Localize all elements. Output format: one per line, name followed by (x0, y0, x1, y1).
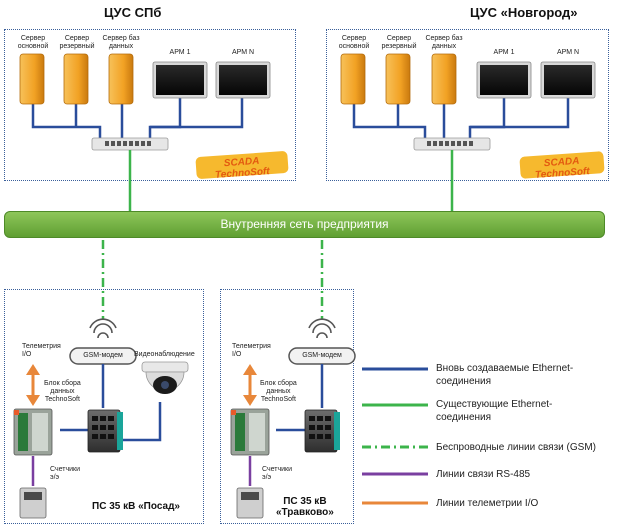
spb-armn-label: АРМ N (231, 49, 255, 56)
travkovo-ethernet-lines (276, 364, 324, 432)
novgorod-monitor-arm1 (476, 61, 532, 99)
novgorod-server-db-label: Сервер баз данных (425, 35, 463, 50)
spb-arm1-label: АРМ 1 (169, 49, 191, 56)
travkovo-collector-label: Блок сбора данных TechnoSoft (260, 380, 297, 403)
novgorod-ethernet-lines (352, 96, 570, 140)
posad-telemetry-label: Телеметрия I/O (22, 343, 61, 358)
spb-server-main-label: Сервер основной (17, 35, 49, 50)
site-spb-box (4, 29, 296, 181)
spb-monitor-arm1 (152, 61, 208, 99)
spb-server-backup-label: Сервер резервный (59, 35, 95, 50)
novgorod-armn-label: АРМ N (556, 49, 580, 56)
novgorod-monitor-armn (540, 61, 596, 99)
travkovo-meters-label: Счетчики э/э (262, 466, 293, 481)
site-novgorod-box (326, 29, 609, 181)
spb-ethernet-lines (31, 96, 244, 140)
novgorod-arm1-label: АРМ 1 (493, 49, 515, 56)
site-spb-title: ЦУС СПб (104, 5, 162, 20)
posad-industrial-switch (87, 409, 123, 453)
novgorod-server-main (340, 53, 366, 105)
posad-collector-device (13, 408, 53, 456)
travkovo-industrial-switch (304, 409, 340, 453)
legend-telemetry: Линии телеметрии I/O (436, 498, 539, 509)
spb-monitor-armn (215, 61, 271, 99)
spb-server-main (19, 53, 45, 105)
novgorod-switch (413, 137, 491, 151)
travkovo-telemetry-label: Телеметрия I/O (232, 343, 271, 358)
spb-server-db (108, 53, 134, 105)
spb-server-db-label: Сервер баз данных (102, 35, 140, 50)
legend-new-ethernet: Вновь создаваемые Ethernet- соединения (436, 363, 574, 387)
novgorod-server-main-label: Сервер основной (338, 35, 370, 50)
posad-gsm-label: GSM-модем (83, 352, 123, 359)
travkovo-gsm-label: GSM-модем (302, 352, 342, 359)
posad-camera (141, 361, 189, 394)
posad-gsm-router (69, 318, 137, 365)
posad-meter (19, 487, 47, 519)
wireless-gsm-lines (101, 240, 324, 320)
posad-meters-label: Счетчики э/э (50, 466, 81, 481)
novgorod-server-backup (385, 53, 411, 105)
legend-rs485: Линии связи RS-485 (436, 469, 531, 480)
substation-posad-box (4, 289, 204, 524)
posad-collector-label: Блок сбора данных TechnoSoft (44, 380, 81, 403)
travkovo-collector-device (230, 408, 270, 456)
substation-travkovo-box (220, 289, 354, 524)
existing-ethernet-uplinks (128, 150, 454, 212)
legend-wireless: Беспроводные линии связи (GSM) (436, 442, 596, 453)
enterprise-network-bar: Внутренняя сеть предприятия (4, 211, 605, 238)
posad-video-label: Видеонаблюдение (134, 351, 195, 358)
site-novgorod-title: ЦУС «Новгород» (470, 5, 578, 20)
novgorod-logo-graphic (519, 151, 605, 179)
spb-server-backup (63, 53, 89, 105)
posad-title: ПС 35 кВ «Посад» (92, 501, 180, 512)
legend-existing-ethernet: Существующие Ethernet- соединения (436, 399, 553, 423)
travkovo-telemetry-arrow (243, 364, 257, 406)
posad-telemetry-arrow (26, 364, 40, 406)
travkovo-title: ПС 35 кВ «Травково» (276, 496, 334, 518)
novgorod-server-db (431, 53, 457, 105)
travkovo-meter (236, 487, 264, 519)
spb-switch (91, 137, 169, 151)
novgorod-server-backup-label: Сервер резервный (381, 35, 417, 50)
spb-logo-graphic (195, 151, 289, 179)
